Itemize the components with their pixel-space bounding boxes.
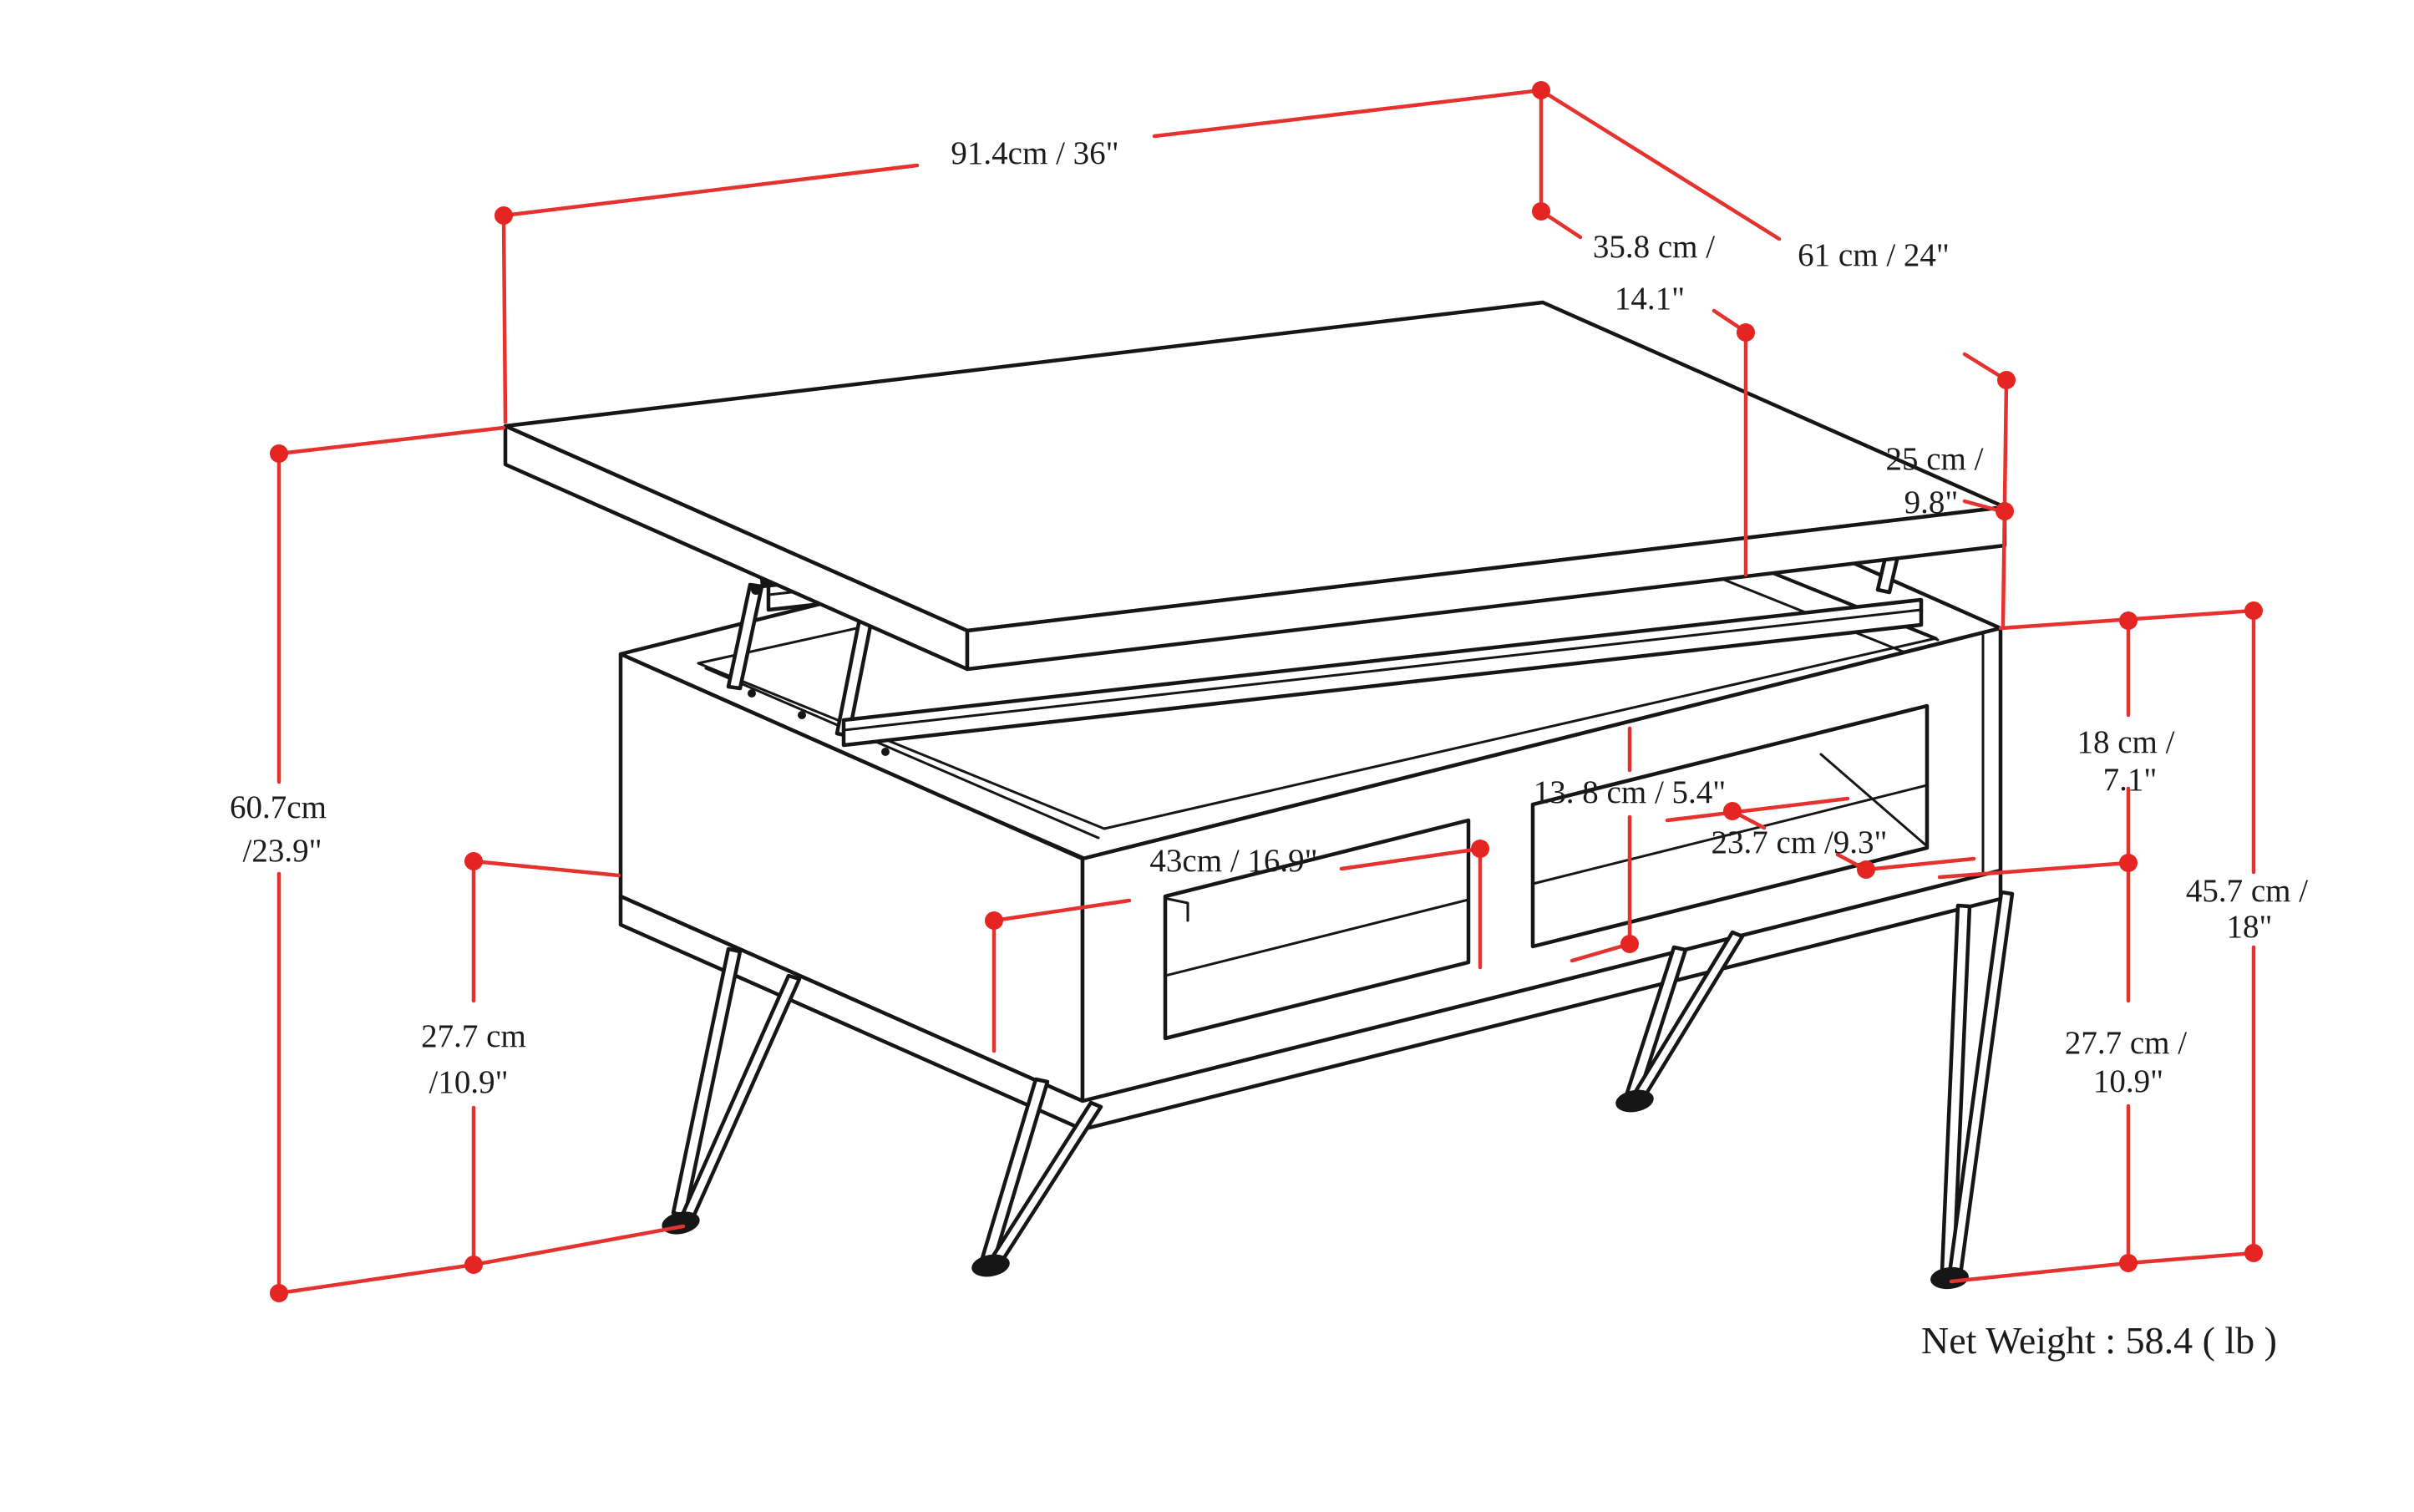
label-lift-clearance-1: 25 cm / (1886, 441, 1984, 477)
dim-line-shelf-depth (1665, 796, 1976, 872)
shelf-compartment-right (1530, 703, 1930, 949)
label-lift-height-1: 35.8 cm / (1593, 229, 1715, 265)
dimension-lines (270, 81, 2263, 1302)
leg-rear-center (1615, 930, 1745, 1113)
dim-line-shelf-height (1570, 726, 1632, 963)
label-top-depth: 61 cm / 24" (1798, 237, 1950, 273)
label-lift-clearance-2: 9.8" (1904, 485, 1959, 520)
label-top-length: 91.4cm / 36" (951, 135, 1118, 171)
dimension-labels: 91.4cm / 36" 61 cm / 24" 35.8 cm / 14.1"… (230, 135, 2308, 1362)
lift-rail-lower (841, 597, 1924, 748)
label-cabinet-height-2: 7.1" (2103, 762, 2158, 798)
label-cabinet-height-1: 18 cm / (2077, 724, 2175, 760)
dim-line-overall-height-raised (276, 425, 506, 1296)
label-overall-height-2: 18" (2227, 909, 2273, 945)
label-shelf-depth: 23.7 cm /9.3" (1712, 824, 1888, 860)
dim-line-top-length (501, 88, 1544, 218)
dimension-endpoints (270, 81, 2263, 1302)
label-shelf-height: 13. 8 cm / 5.4" (1534, 774, 1726, 810)
dim-floor-line-right (1949, 1251, 2256, 1284)
dim-line-leg-clearance-left (471, 859, 621, 1267)
dim-line-shelf-width (991, 846, 1483, 1053)
label-net-weight: Net Weight : 58.4 ( lb ) (1921, 1319, 2277, 1362)
dim-leader-body-bottom (1937, 860, 2131, 880)
dim-tick-top-length-left (501, 213, 508, 424)
label-overall-height-1: 45.7 cm / (2186, 873, 2308, 909)
label-leg-clearance-left-1: 27.7 cm (421, 1018, 526, 1054)
label-lift-height-2: 14.1" (1615, 281, 1685, 317)
label-leg-clearance-right-2: 10.9" (2093, 1063, 2163, 1099)
label-leg-clearance-right-1: 27.7 cm / (2065, 1025, 2187, 1061)
label-overall-height-raised-2: /23.9" (242, 833, 322, 869)
label-shelf-width: 43cm / 16.9" (1149, 843, 1317, 879)
leg-front-center (971, 1077, 1103, 1277)
label-leg-clearance-left-2: /10.9" (429, 1064, 508, 1100)
leg-rear-right (1930, 890, 2015, 1290)
shelf-compartment-left (1163, 818, 1471, 1041)
label-overall-height-raised-1: 60.7cm (230, 789, 327, 825)
